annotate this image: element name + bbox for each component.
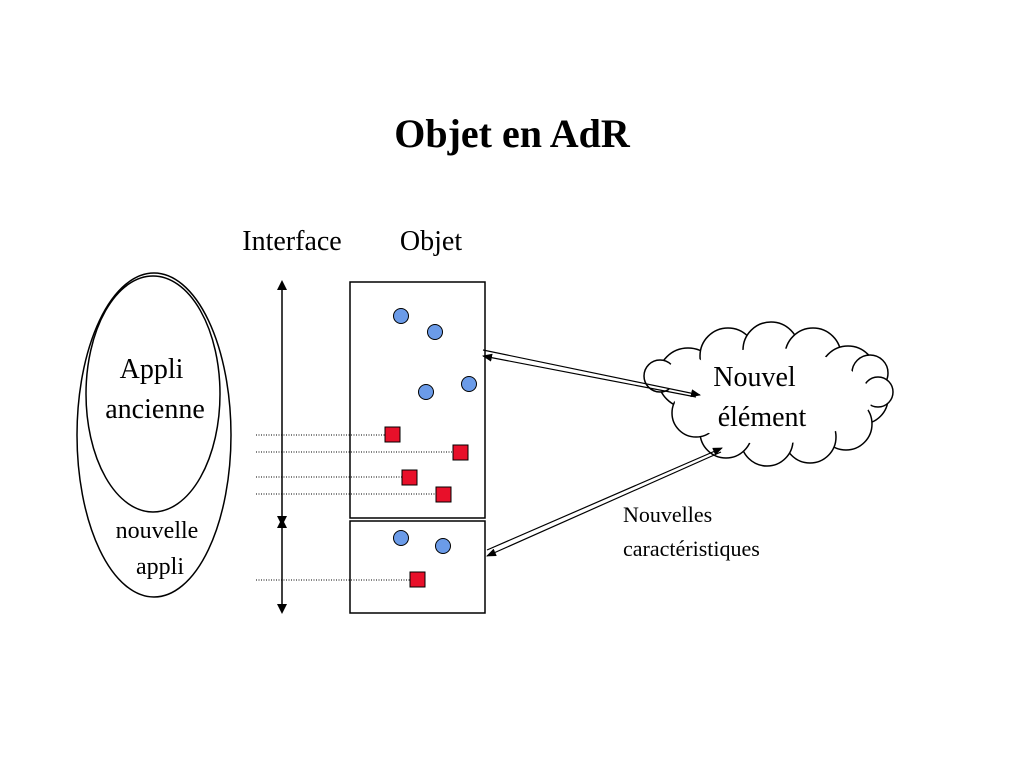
new-characteristics-label-line: Nouvelles	[623, 502, 712, 527]
interface-range-arrowhead-top	[277, 280, 287, 290]
new-application-ellipse	[76, 272, 232, 598]
method-square	[409, 571, 426, 588]
interface-column-label: Interface	[242, 226, 341, 257]
attribute-circle	[393, 530, 409, 546]
object-box-new	[349, 520, 486, 614]
new-element-label-line: élément	[718, 402, 807, 433]
new-element-cloud	[643, 321, 894, 467]
new-application-label: nouvelle appli	[116, 518, 205, 580]
attribute-circle	[418, 384, 434, 400]
interface-range-arrowhead-mid-lower	[277, 518, 287, 528]
attribute-circle	[427, 324, 443, 340]
new-application-label-line: nouvelle	[116, 518, 199, 544]
old-application-label: Appli ancienne	[105, 354, 205, 425]
slide-title: Objet en AdR	[394, 111, 630, 156]
attribute-circle	[393, 308, 409, 324]
new-application-label-line: appli	[136, 554, 184, 580]
cloud-to-object-arrow	[482, 353, 697, 398]
new-characteristics-label: Nouvelles caractéristiques	[623, 502, 760, 561]
new-element-label: Nouvel élément	[713, 362, 806, 433]
cloud-to-new-object-arrow	[486, 451, 722, 557]
new-characteristics-label-line: caractéristiques	[623, 536, 760, 561]
method-square	[435, 486, 452, 503]
old-application-ellipse	[85, 275, 221, 513]
old-application-label-line: ancienne	[105, 394, 205, 425]
object-to-cloud-arrow	[482, 349, 701, 398]
method-square	[401, 469, 418, 486]
new-element-label-line: Nouvel	[713, 362, 796, 393]
attribute-circle	[435, 538, 451, 554]
method-square	[452, 444, 469, 461]
object-column-label: Objet	[400, 226, 462, 257]
object-box-existing	[349, 281, 486, 519]
old-application-label-line: Appli	[120, 354, 184, 385]
interface-range-arrowhead-bottom	[277, 604, 287, 614]
method-square	[384, 426, 401, 443]
new-object-to-cloud-arrow	[486, 447, 723, 551]
attribute-circle	[461, 376, 477, 392]
